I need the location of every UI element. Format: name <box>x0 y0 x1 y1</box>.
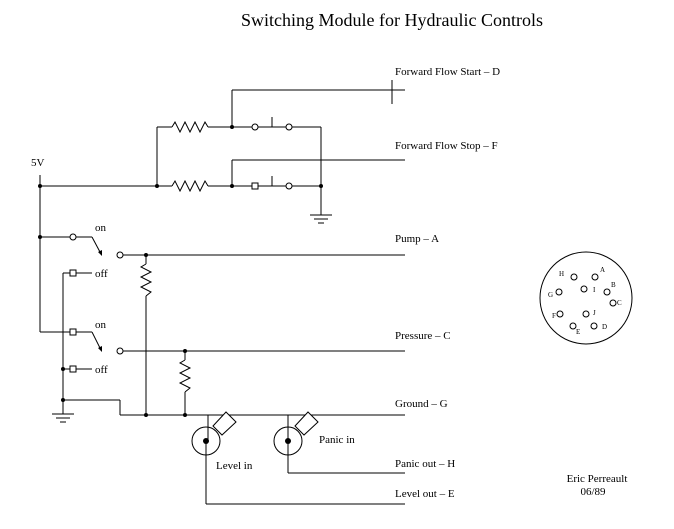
connector-pin-i <box>580 285 588 293</box>
connector-pinout: H AB G I C F J E D <box>539 251 633 345</box>
resistor-2 <box>171 179 209 193</box>
pressure-on-label: on <box>95 319 107 331</box>
switch-contact <box>251 123 259 131</box>
switch-contact <box>251 182 259 190</box>
connector-pin-label-d: D <box>602 323 607 331</box>
output-label-panic-out: Panic out – H <box>395 458 455 470</box>
connector-pin-label-h: H <box>559 270 564 278</box>
connector-pin-g <box>555 288 563 296</box>
connector-pin-label-g: G <box>548 291 553 299</box>
panic-in-jack <box>273 411 405 474</box>
connector-pin-b <box>603 288 611 296</box>
pump-off-label: off <box>95 268 108 280</box>
panic-in-label: Panic in <box>319 434 355 446</box>
diagram-title: Switching Module for Hydraulic Controls <box>241 10 543 30</box>
ground-symbol-upper <box>310 214 332 224</box>
resistor-1 <box>171 120 209 134</box>
connector-pin-d <box>590 322 598 330</box>
output-label-forward-flow-stop: Forward Flow Stop – F <box>395 140 498 152</box>
connector-pin-j <box>582 310 590 318</box>
pump-switch <box>69 233 405 277</box>
connector-pin-label-a: A <box>600 266 605 274</box>
connector-pin-label-j: J <box>593 309 596 317</box>
output-label-forward-flow-start: Forward Flow Start – D <box>395 66 500 78</box>
off-bus <box>61 272 121 415</box>
switch-contact <box>285 123 293 131</box>
connector-pin-label-c: C <box>617 299 622 307</box>
date-label: 06/89 <box>580 486 606 498</box>
output-label-level-out: Level out – E <box>395 488 455 500</box>
output-label-ground: Ground – G <box>395 398 448 410</box>
pump-on-label: on <box>95 222 107 234</box>
ground-bus <box>120 413 405 440</box>
connector-pin-e <box>569 322 577 330</box>
connector-pin-h <box>570 273 578 281</box>
level-in-jack <box>191 411 405 505</box>
pull-down-resistors <box>139 255 192 415</box>
pressure-off-label: off <box>95 364 108 376</box>
connector-pin-c <box>609 299 617 307</box>
switch-contact <box>285 182 293 190</box>
supply-label: 5V <box>31 157 45 169</box>
connector-pin-label-f: F <box>552 312 556 320</box>
pressure-switch <box>69 328 405 373</box>
forward-flow-network <box>155 80 405 215</box>
output-label-pump: Pump – A <box>395 233 439 245</box>
connector-pin-f <box>556 310 564 318</box>
level-in-label: Level in <box>216 460 253 472</box>
ground-symbol-lower <box>52 400 74 423</box>
supply-rail <box>38 175 157 333</box>
output-label-pressure: Pressure – C <box>395 330 451 342</box>
author-label: Eric Perreault <box>567 473 628 485</box>
connector-pin-label-b: B <box>611 281 616 289</box>
connector-pin-label-e: E <box>576 328 580 336</box>
connector-pin-a <box>591 273 599 281</box>
connector-pin-label-i: I <box>593 286 596 294</box>
